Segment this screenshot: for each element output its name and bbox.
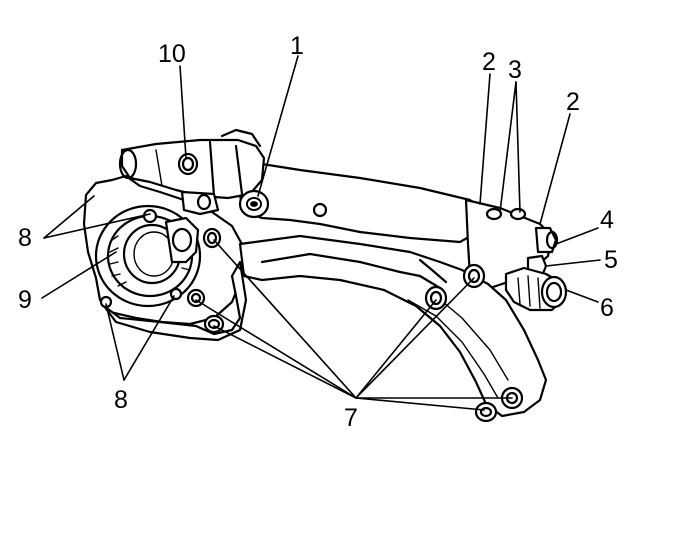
leader-lines [41,55,601,411]
callout-1: 1 [290,32,304,60]
callout-8-top: 8 [18,224,32,252]
callout-5: 5 [604,246,618,274]
right-fittings [504,226,568,312]
callout-2-right: 2 [566,88,580,116]
callout-10: 10 [158,40,186,68]
callout-6: 6 [600,294,614,322]
callout-2-left: 2 [482,48,496,76]
callout-4: 4 [600,206,614,234]
boss-10 [177,152,199,176]
callout-8-bottom: 8 [114,386,128,414]
bolt-7-e [462,263,486,289]
callout-labels: 10 1 2 3 2 4 5 6 7 8 8 9 [18,32,618,432]
callout-7: 7 [344,404,358,432]
callout-3: 3 [508,56,522,84]
callout-9: 9 [18,286,32,314]
outlet-opening [94,204,202,308]
bolt-7-d [424,285,448,311]
bolt-7-g [474,401,498,423]
